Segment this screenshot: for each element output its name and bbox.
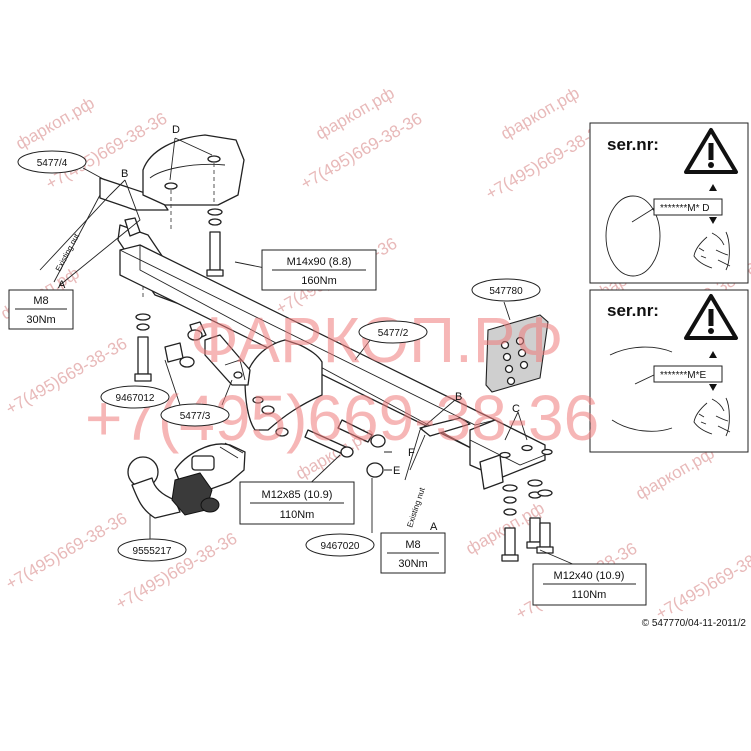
part-label: 5477/3 — [180, 411, 211, 422]
part-label: 547780 — [489, 286, 523, 297]
letter-c: C — [512, 403, 520, 415]
letter-a-left: A — [58, 279, 66, 291]
torque-bolt: M12x40 (10.9) — [554, 570, 625, 582]
torque-box-m14: M14x90 (8.8) 160Nm — [261, 249, 377, 291]
part-label: 5477/4 — [37, 158, 68, 169]
letter-b-right: B — [455, 391, 462, 403]
letter-e: E — [393, 465, 400, 477]
callout-9467020: 9467020 — [305, 533, 375, 557]
torque-box-m12x40: M12x40 (10.9) 110Nm — [532, 563, 647, 606]
callout-5477-3: 5477/3 — [160, 403, 230, 427]
torque-value: 30Nm — [398, 558, 427, 570]
copyright-footer: © 547770/04-11-2011/2 — [642, 618, 747, 629]
part-label: 5477/2 — [378, 328, 409, 339]
serial-panel-2: ser.nr: *******M*E — [589, 289, 749, 453]
torque-bolt: M12x85 (10.9) — [262, 489, 333, 501]
serial-code: *******M* D — [660, 203, 709, 214]
serial-code-box — [653, 198, 723, 216]
bolts-d — [206, 208, 224, 277]
label-sticker-outline — [605, 195, 661, 277]
serial-code: *******M*E — [660, 370, 706, 381]
part-label: 9467020 — [321, 541, 360, 552]
serial-pointer-line — [631, 206, 657, 223]
torque-value: 110Nm — [572, 589, 607, 601]
torque-box-m8-right: M8 30Nm — [380, 532, 446, 574]
eye-icon — [693, 231, 731, 271]
callout-9467012: 9467012 — [100, 385, 170, 409]
existing-nut-right: Existing nut — [405, 486, 427, 529]
torque-bolt: M8 — [405, 539, 420, 551]
torque-box-m8-left: M8 30Nm — [8, 289, 74, 330]
part-label: 9555217 — [133, 546, 172, 557]
watermark-small-phone: +7(495)669-38-36 — [298, 109, 426, 194]
torque-bolt: M8 — [33, 295, 48, 307]
watermark-small-name: фаркоп.рф — [13, 93, 98, 153]
callout-9555217: 9555217 — [117, 538, 187, 562]
letter-f: F — [408, 447, 415, 459]
part-label: 9467012 — [116, 393, 155, 404]
torque-value: 30Nm — [26, 314, 55, 326]
leader-lines — [39, 137, 576, 566]
letter-d: D — [172, 124, 180, 136]
watermark-small-phone: +7(495)669-38-36 — [653, 539, 751, 624]
letter-b-left: B — [121, 168, 128, 180]
torque-value: 160Nm — [301, 275, 336, 287]
towball-assembly-9555217 — [127, 442, 246, 519]
callout-547780: 547780 — [471, 278, 541, 302]
serial-panel-title: ser.nr: — [607, 135, 659, 154]
plate-547780 — [485, 314, 549, 393]
warning-triangle-icon — [684, 128, 738, 174]
bolts-c-right — [501, 479, 554, 562]
eye-icon — [693, 397, 731, 437]
reference-letters: D B A B C F E A — [58, 124, 520, 533]
serial-panel-1: ser.nr: *******M* D — [589, 122, 749, 284]
watermark-small-phone: +7(495)669-38-36 — [3, 509, 131, 594]
torque-value: 110Nm — [280, 509, 315, 521]
watermark-small-name: фаркоп.рф — [498, 83, 583, 143]
bolt-left-m8 — [134, 313, 152, 382]
callout-5477-2: 5477/2 — [358, 320, 428, 344]
spacer-group-left — [164, 329, 203, 368]
right-bracket-b — [409, 417, 471, 471]
bolt-m12x85 — [304, 419, 386, 478]
serial-pointer-line — [634, 373, 657, 385]
serial-code-box — [653, 365, 723, 383]
center-bracket-5477-3 — [189, 321, 323, 437]
letter-a-right: A — [430, 521, 438, 533]
callout-5477-4: 5477/4 — [17, 150, 87, 174]
main-crossbar-5477-2 — [119, 244, 553, 490]
warning-triangle-icon — [684, 294, 738, 340]
torque-bolt: M14x90 (8.8) — [287, 256, 352, 268]
torque-box-m12x85: M12x85 (10.9) 110Nm — [239, 481, 355, 525]
label-sticker-outline — [609, 346, 673, 432]
serial-panel-title: ser.nr: — [607, 301, 659, 320]
